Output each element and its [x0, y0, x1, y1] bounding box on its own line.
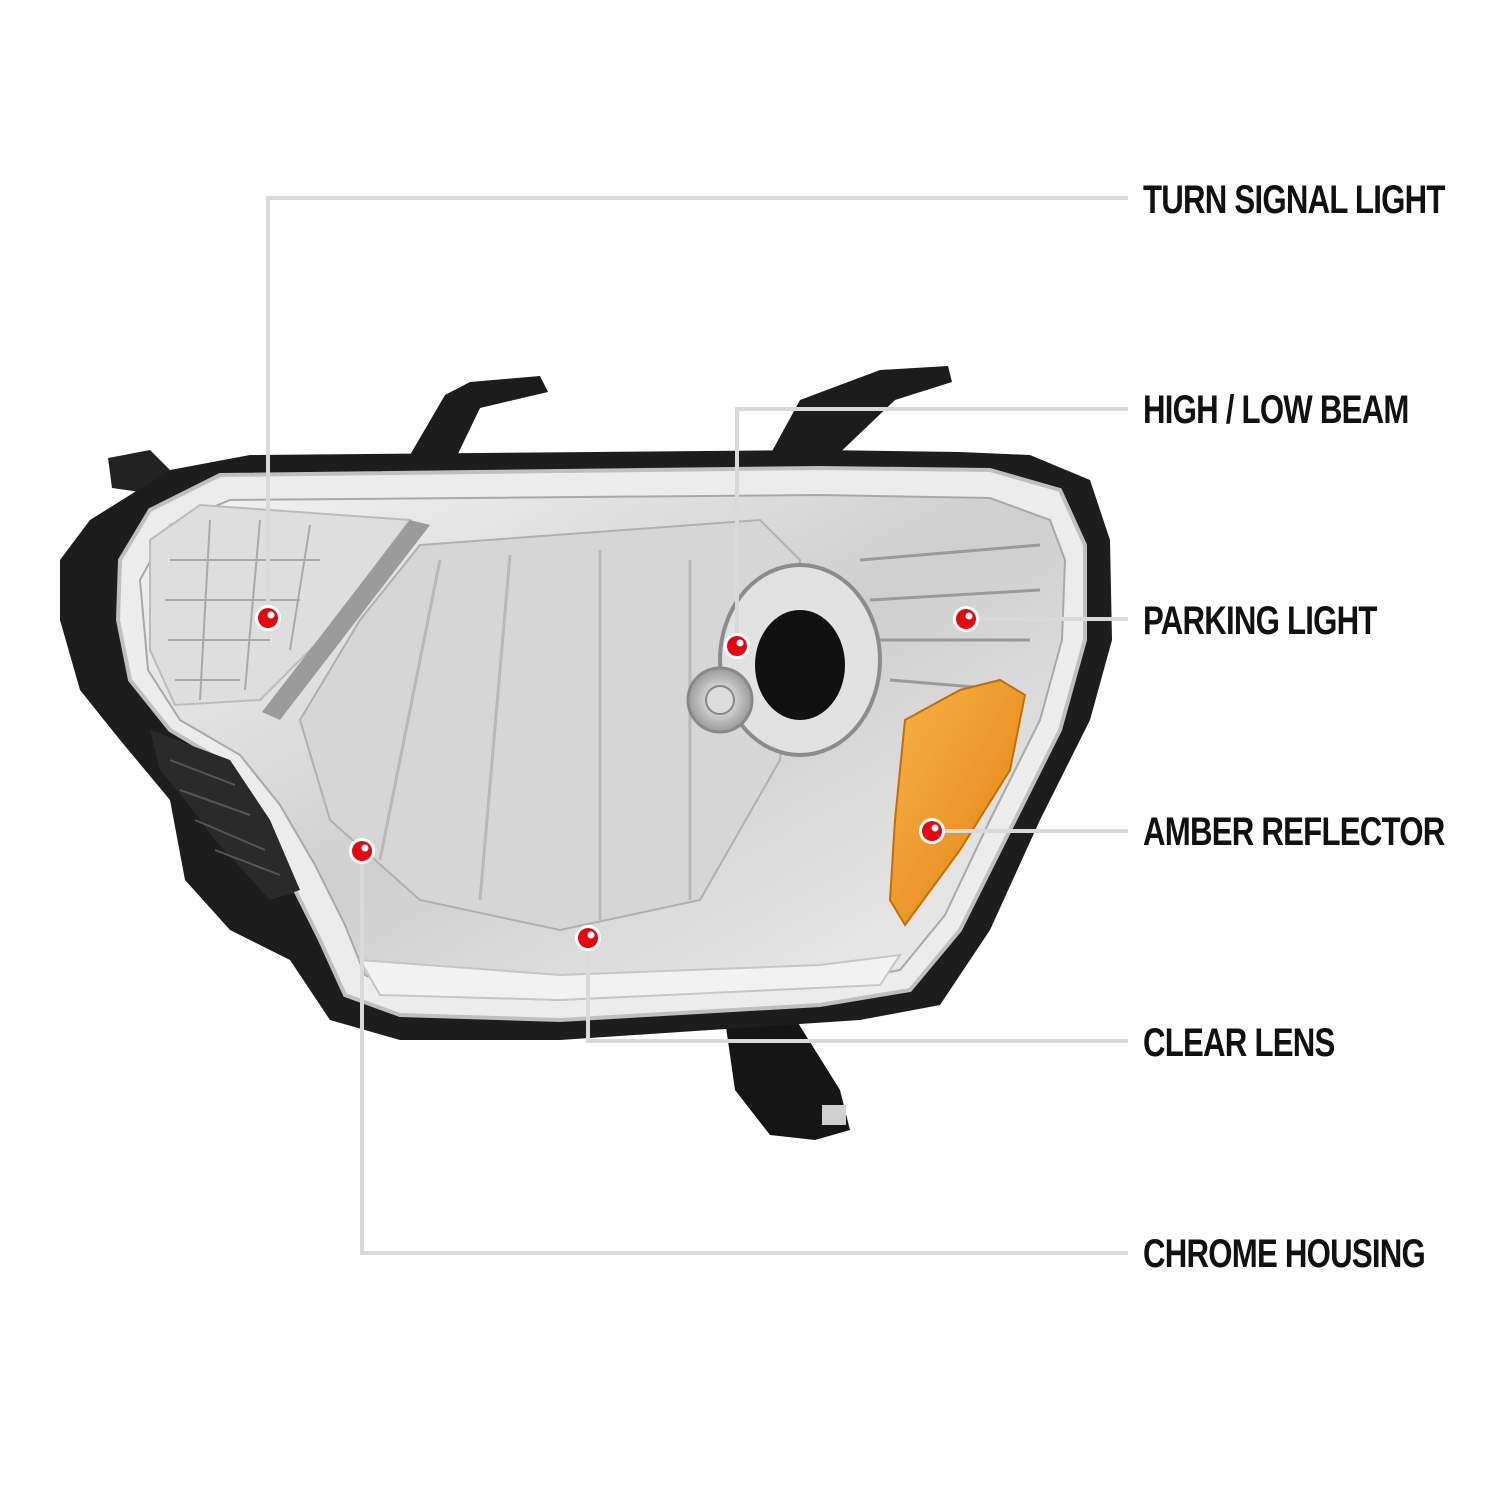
label-turn-signal-light: TURN SIGNAL LIGHT — [1143, 178, 1445, 222]
leader-chrome-housing — [360, 851, 1128, 1255]
side-vent — [150, 730, 300, 900]
amber-reflector-lens — [888, 678, 1027, 927]
label-clear-lens: CLEAR LENS — [1143, 1021, 1335, 1065]
label-chrome-housing: CHROME HOUSING — [1143, 1232, 1426, 1276]
marker-high-low-beam-icon — [724, 633, 750, 659]
marker-chrome-housing-icon — [349, 838, 375, 864]
label-amber-reflector: AMBER REFLECTOR — [1143, 810, 1445, 854]
beam-bulb — [686, 563, 882, 757]
marker-turn-signal-icon — [255, 605, 281, 631]
leader-lines — [266, 196, 1128, 1255]
leader-high-low-beam — [735, 407, 1128, 646]
leader-turn-signal — [266, 196, 1128, 618]
marker-parking-light-icon — [953, 606, 979, 632]
leader-clear-lens — [586, 938, 1128, 1043]
label-high-low-beam: HIGH / LOW BEAM — [1143, 388, 1409, 432]
callout-markers — [255, 605, 979, 951]
marker-amber-reflector-icon — [919, 818, 945, 844]
label-parking-light: PARKING LIGHT — [1143, 599, 1377, 643]
marker-clear-lens-icon — [575, 925, 601, 951]
